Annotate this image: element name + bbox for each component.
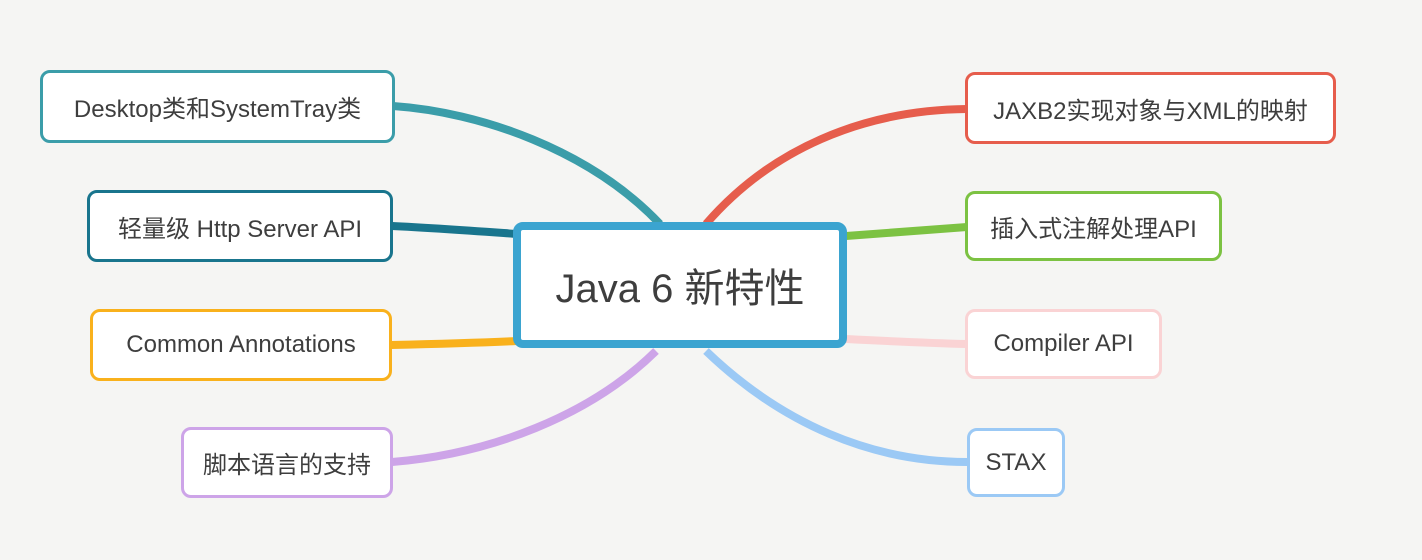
edge-common-annotations [390, 337, 518, 349]
node-label: Compiler API [993, 330, 1134, 357]
edge-compiler-api [845, 335, 968, 348]
node-label: Common Annotations [126, 331, 356, 358]
node-common-annotations[interactable]: Common Annotations [90, 309, 392, 381]
node-desktop-systemtray[interactable]: Desktop类和SystemTray类 [40, 70, 395, 143]
node-script-language[interactable]: 脚本语言的支持 [181, 427, 393, 498]
node-label: Desktop类和SystemTray类 [73, 96, 362, 123]
edge-script-language [391, 348, 659, 466]
root-node[interactable]: Java 6 新特性 [513, 222, 847, 348]
node-label: STAX [985, 448, 1047, 476]
node-label: 脚本语言的支持 [203, 452, 371, 479]
node-label: 插入式注解处理API [990, 215, 1197, 243]
edge-desktop-systemtray [392, 102, 663, 227]
edge-jaxb2 [702, 105, 968, 227]
node-label: JAXB2实现对象与XML的映射 [993, 97, 1308, 125]
edge-annotation-processing [845, 223, 968, 240]
edge-http-server-api [391, 222, 518, 238]
node-annotation-processing[interactable]: 插入式注解处理API [965, 191, 1222, 261]
node-compiler-api[interactable]: Compiler API [965, 309, 1162, 379]
node-jaxb2[interactable]: JAXB2实现对象与XML的映射 [965, 72, 1336, 144]
node-http-server-api[interactable]: 轻量级 Http Server API [87, 190, 393, 262]
node-label: 轻量级 Http Server API [117, 215, 363, 243]
root-node-label: Java 6 新特性 [555, 267, 805, 311]
node-stax[interactable]: STAX [967, 428, 1065, 497]
edge-stax [703, 348, 968, 466]
